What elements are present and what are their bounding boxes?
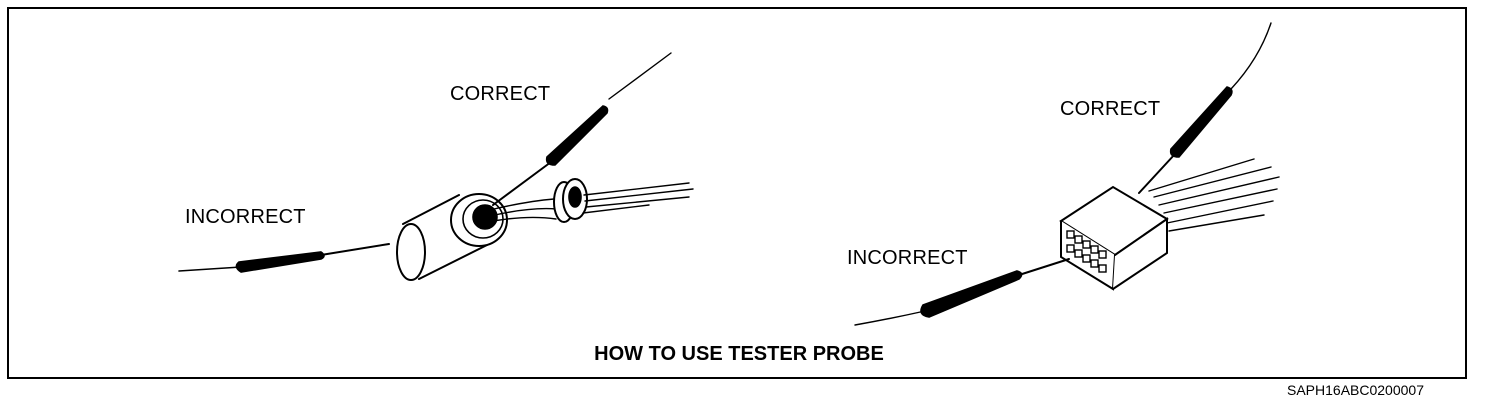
left-grommet	[553, 178, 588, 223]
diagram-illustrations	[178, 22, 1280, 326]
left-correct-label: CORRECT	[450, 83, 551, 105]
figure-caption: HOW TO USE TESTER PROBE	[594, 343, 884, 365]
left-connector-body	[396, 193, 508, 281]
left-incorrect-probe-wire	[178, 266, 242, 272]
right-incorrect-probe-wire	[854, 310, 926, 326]
right-incorrect-label: INCORRECT	[847, 247, 968, 269]
left-incorrect-probe-body	[235, 251, 325, 273]
right-correct-probe-wire	[1230, 22, 1272, 90]
left-correct-probe-body	[545, 105, 609, 166]
left-wire-harness	[582, 182, 694, 214]
right-connector-illustration	[854, 22, 1280, 326]
right-incorrect-probe-tip	[1018, 258, 1070, 276]
right-incorrect-probe-body	[920, 270, 1023, 318]
left-incorrect-label: INCORRECT	[185, 206, 306, 228]
figure-frame: CORRECT INCORRECT CORRECT INCORRECT HOW …	[7, 7, 1467, 379]
left-wire-bundle	[492, 198, 558, 222]
figure-code: SAPH16ABC0200007	[1287, 382, 1424, 398]
right-wire-harness	[1148, 158, 1280, 232]
left-incorrect-probe-tip	[320, 243, 390, 256]
left-connector-illustration	[178, 52, 694, 281]
right-correct-probe-tip	[1138, 153, 1176, 194]
left-correct-probe-tip	[492, 161, 552, 206]
right-correct-label: CORRECT	[1060, 98, 1161, 120]
left-correct-probe-wire	[608, 52, 672, 100]
right-correct-probe-body	[1169, 86, 1233, 158]
right-connector-block	[1059, 185, 1169, 291]
